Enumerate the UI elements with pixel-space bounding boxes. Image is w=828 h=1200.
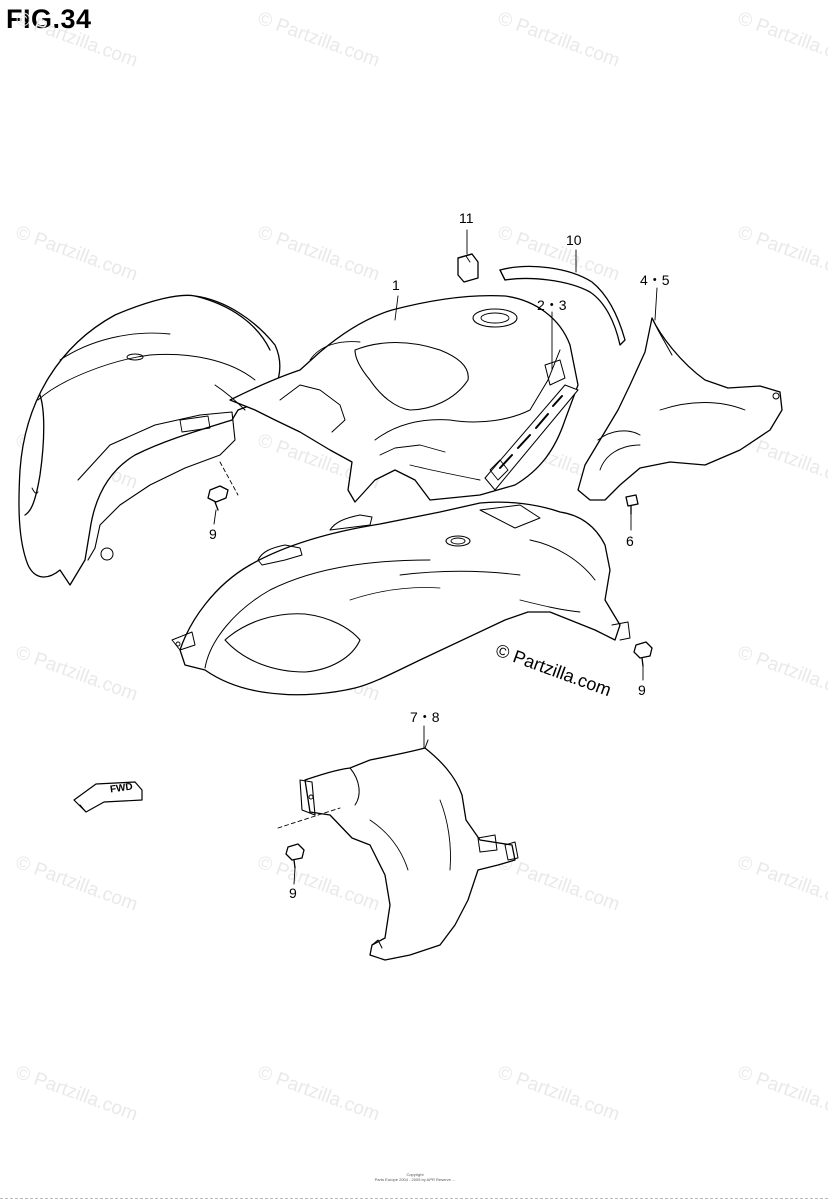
mud-guard-part-7-8 [277, 739, 519, 961]
callout-11: 11 [459, 210, 474, 226]
figure-title: FIG.34 [6, 4, 92, 34]
callout-2-3: 2・3 [537, 297, 567, 313]
callout-10: 10 [566, 232, 582, 248]
callout-1: 1 [392, 277, 400, 293]
leader-lines [213, 229, 658, 885]
callout-9: 9 [289, 885, 297, 901]
copyright-footer: Copyright Parts Europe 2004 - 2005 by AP… [330, 1172, 500, 1182]
suzuki-logo-mark [484, 384, 579, 491]
front-cover-part [214, 294, 579, 503]
pad-part-11 [457, 253, 479, 283]
side-panel-part-4-5 [577, 317, 783, 501]
page-bottom-divider [0, 1198, 828, 1199]
trim-strip-part-10 [499, 265, 626, 346]
copyright-line-2: Parts Europe 2004 - 2005 by APR Reserve … [374, 1177, 456, 1182]
fwd-arrow-icon [73, 781, 143, 813]
callout-7-8: 7・8 [410, 709, 440, 725]
bolt-part-9-right [633, 641, 653, 667]
callout-9: 9 [638, 682, 646, 698]
front-fender-main-part [171, 501, 631, 696]
callout-6: 6 [626, 533, 634, 549]
bolt-part-9-lower [285, 843, 305, 869]
copyright-line-1: Copyright [406, 1172, 424, 1177]
callout-9: 9 [209, 526, 217, 542]
clip-part-6 [625, 494, 639, 515]
callout-4-5: 4・5 [640, 272, 670, 288]
front-fender-left-part [18, 294, 281, 586]
bolt-part-9-left [207, 461, 239, 511]
